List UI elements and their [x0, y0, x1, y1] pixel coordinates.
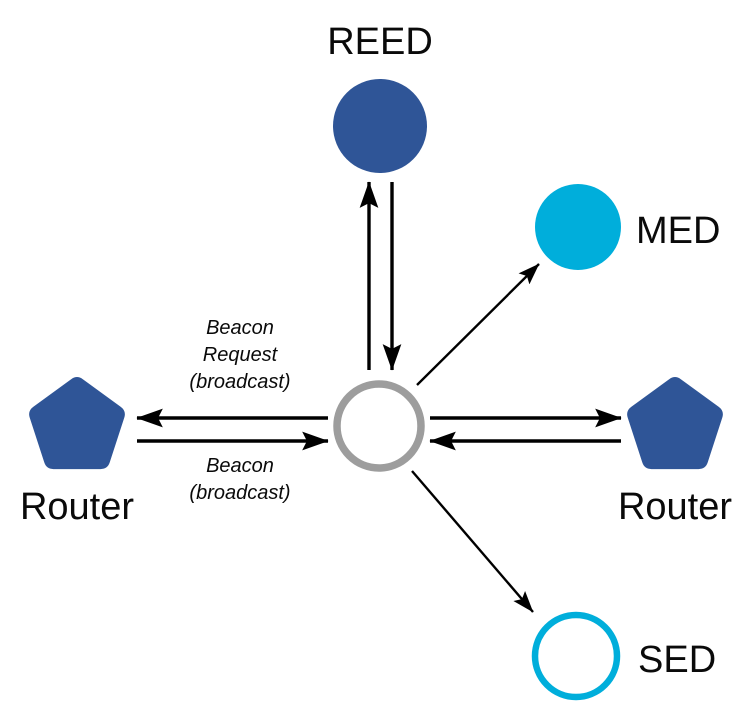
node-label-router-right: Router — [618, 486, 732, 528]
node-label-reed: REED — [327, 21, 433, 63]
node-label-med: MED — [636, 210, 720, 252]
beacon-request-label-line-1: Request — [203, 344, 279, 366]
beacon-request-label-line-0: Beacon — [206, 317, 274, 339]
node-router-right[interactable] — [627, 377, 723, 470]
node-center[interactable] — [333, 380, 425, 472]
node-reed[interactable] — [333, 79, 427, 173]
edge-center-to-med — [416, 263, 540, 386]
node-label-router-left: Router — [20, 486, 134, 528]
beacon-label-line-0: Beacon — [206, 455, 274, 477]
beacon-label: Beacon (broadcast) — [189, 455, 290, 504]
node-sed[interactable] — [531, 611, 621, 701]
beacon-request-label-line-2: (broadcast) — [189, 371, 290, 393]
nodes-layer — [29, 79, 723, 701]
node-label-sed: SED — [638, 639, 716, 681]
edge-center-to-sed — [411, 470, 534, 613]
beacon-label-line-1: (broadcast) — [189, 482, 290, 504]
node-labels-layer: REED MED SED Router Router — [20, 21, 732, 681]
node-med[interactable] — [535, 184, 621, 270]
node-router-left[interactable] — [29, 377, 125, 470]
edges-layer — [136, 181, 622, 613]
